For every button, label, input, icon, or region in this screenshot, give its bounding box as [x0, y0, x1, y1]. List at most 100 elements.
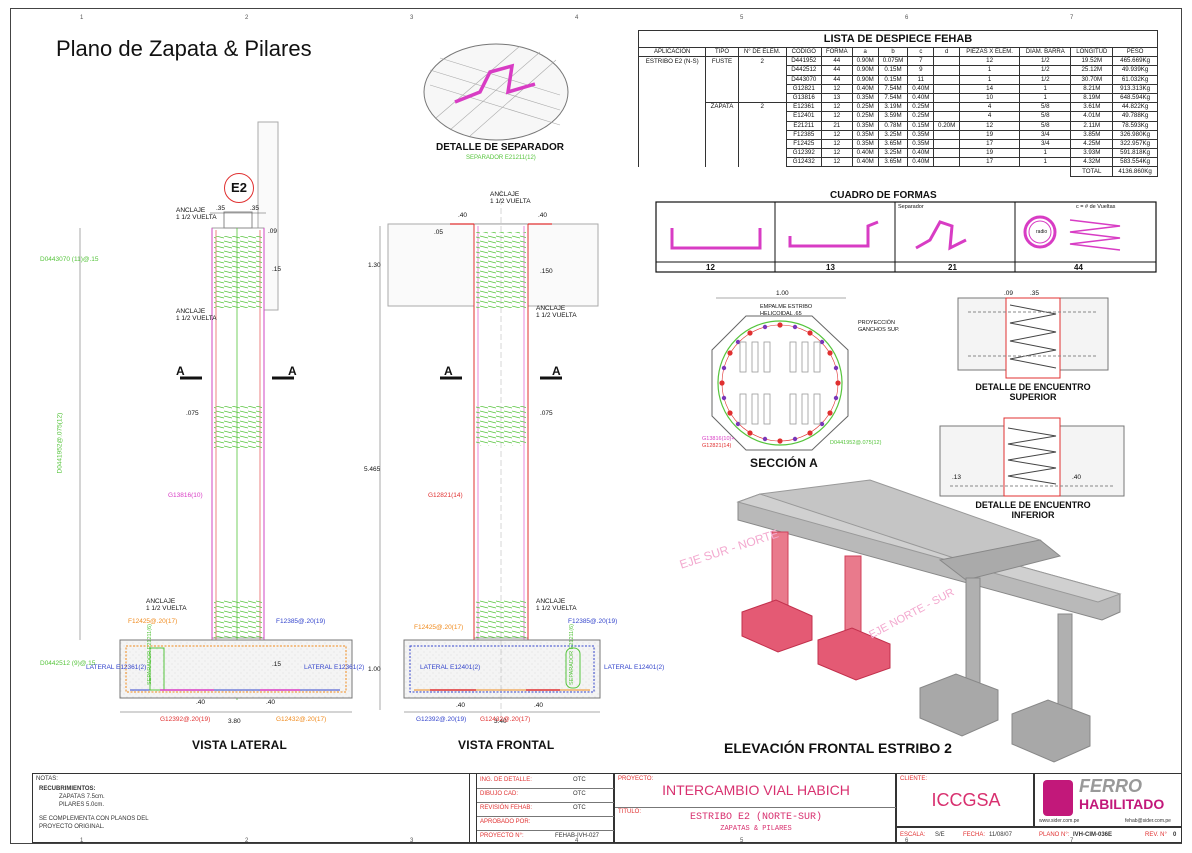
separator-form-label: Separador	[898, 204, 924, 210]
credits-box: ING. DE DETALLE: OTC DIBUJO CAD: OTC REV…	[476, 773, 615, 843]
title-label: TITULO:	[618, 809, 642, 815]
parts-cell	[933, 56, 961, 67]
parts-cell: 3.59M	[877, 111, 909, 122]
parts-cell	[933, 111, 961, 122]
parts-cell: 0.35M	[851, 138, 879, 150]
dim-15a: .15	[272, 266, 282, 273]
lateral-e12361-left: LATERAL E12361(2)	[86, 664, 147, 671]
parts-cell: 30.70M	[1070, 74, 1114, 85]
project-name: INTERCAMBIO VIAL HABICH	[662, 782, 850, 798]
separator-detail-drawing	[423, 43, 569, 141]
parts-cell: 0.25M	[907, 102, 935, 113]
parts-cell	[637, 121, 707, 131]
elevation-label: ELEVACIÓN FRONTAL ESTRIBO 2	[724, 740, 952, 756]
parts-cell	[737, 130, 787, 140]
parts-cell: 0.35M	[851, 92, 879, 104]
parts-cell	[705, 148, 739, 158]
shapes-table-title: CUADRO DE FORMAS	[830, 190, 937, 201]
parts-cell: 12	[820, 148, 853, 159]
svg-text:6: 6	[905, 15, 909, 21]
svg-text:3: 3	[410, 15, 414, 21]
parts-cell: 12	[820, 157, 853, 168]
parts-cell: D443070	[785, 74, 822, 85]
client-name: ICCGSA	[931, 790, 1001, 810]
total-value: 4136.860Kg	[1112, 166, 1158, 177]
parts-cell: 0.25M	[851, 102, 879, 113]
form-13-label: 13	[826, 263, 835, 272]
parts-cell: 1	[1019, 92, 1072, 104]
parts-cell: 0.40M	[907, 83, 935, 94]
parts-cell: 8.21M	[1070, 83, 1114, 94]
parts-cell: 0.25M	[907, 111, 935, 122]
parts-cell	[637, 148, 707, 158]
parts-cell: FUSTE	[705, 56, 739, 66]
project-label: PROYECTO:	[618, 776, 654, 782]
separator-detail-title: DETALLE DE SEPARADOR	[436, 142, 564, 153]
title-line-1: ESTRIBO E2 (NORTE-SUR)	[689, 812, 823, 823]
parts-cell: 465.669Kg	[1112, 56, 1158, 67]
scale-value: S/E	[935, 832, 945, 838]
elevation-3d-drawing	[736, 479, 1122, 763]
bar-g12821: G12821(14)	[428, 492, 463, 499]
lateral-e12401-left: LATERAL E12401(2)	[420, 664, 481, 671]
parts-cell: 591.818Kg	[1112, 148, 1158, 159]
parts-cell: 0.35M	[851, 120, 879, 131]
parts-cell: 11	[907, 74, 935, 85]
parts-header-row: APLICACIÓN TIPO N° DE ELEM. CODIGO FORMA…	[637, 46, 1158, 58]
parts-cell	[933, 157, 961, 168]
header-a: a	[851, 46, 879, 58]
parts-cell	[637, 139, 707, 149]
parts-cell: 3.61M	[1070, 102, 1114, 113]
parts-cell: 44	[820, 74, 853, 85]
total-label: TOTAL	[1070, 166, 1114, 177]
header-forma: FORMA	[820, 46, 853, 58]
parts-cell: 3.85M	[1070, 129, 1114, 140]
radius-label: radio	[1036, 229, 1048, 235]
parts-cell: 44	[820, 65, 853, 76]
parts-cell: 4	[959, 111, 1021, 122]
rev-label: REV. N°	[1145, 832, 1167, 838]
parts-cell: 0.35M	[907, 138, 935, 150]
parts-cell: 0.35M	[851, 129, 879, 140]
parts-cell: 0.40M	[907, 157, 935, 168]
parts-cell	[933, 92, 961, 104]
parts-cell	[637, 75, 707, 85]
note-3: PILARES 5.0cm.	[59, 802, 105, 808]
parts-cell	[737, 148, 787, 158]
parts-cell: 17	[959, 138, 1021, 150]
meta-row: ESCALA: S/E FECHA: 11/08/07 PLANO N°: IV…	[896, 827, 1182, 843]
detail-top-dim-35: .35	[1030, 290, 1040, 297]
dim-40a: .40	[196, 699, 206, 706]
client-label: CLIENTE:	[900, 776, 928, 782]
parts-cell: 44.822Kg	[1112, 102, 1158, 113]
dim-075: .075	[186, 410, 199, 417]
svg-text:6: 6	[905, 838, 909, 844]
client-box: CLIENTE: ICCGSA	[896, 773, 1034, 827]
parts-cell	[705, 84, 739, 94]
parts-cell: 5/8	[1019, 111, 1072, 122]
svg-text:2: 2	[245, 15, 249, 21]
parts-cell: 1	[959, 74, 1021, 85]
date-label: FECHA:	[963, 832, 986, 838]
parts-cell: 3.93M	[1070, 148, 1114, 159]
parts-cell: 12	[820, 83, 853, 94]
parts-cell: 12	[820, 102, 853, 113]
parts-cell: 0.15M	[877, 74, 909, 85]
section-a-label: SECCIÓN A	[750, 456, 819, 470]
dim-15b: .15	[272, 661, 282, 668]
detail-bottom-dim-13: .13	[952, 474, 962, 481]
parts-cell: 5/8	[1019, 102, 1072, 113]
svg-text:7: 7	[1070, 838, 1074, 844]
parts-cell	[737, 121, 787, 131]
svg-text:7: 7	[1070, 15, 1074, 21]
parts-cell: 648.594Kg	[1112, 92, 1158, 104]
parts-cell	[705, 111, 739, 121]
form-12-label: 12	[706, 263, 715, 272]
parts-cell: 3.25M	[877, 129, 909, 140]
parts-cell: 19	[959, 148, 1021, 159]
date-value: 11/08/07	[989, 832, 1012, 838]
